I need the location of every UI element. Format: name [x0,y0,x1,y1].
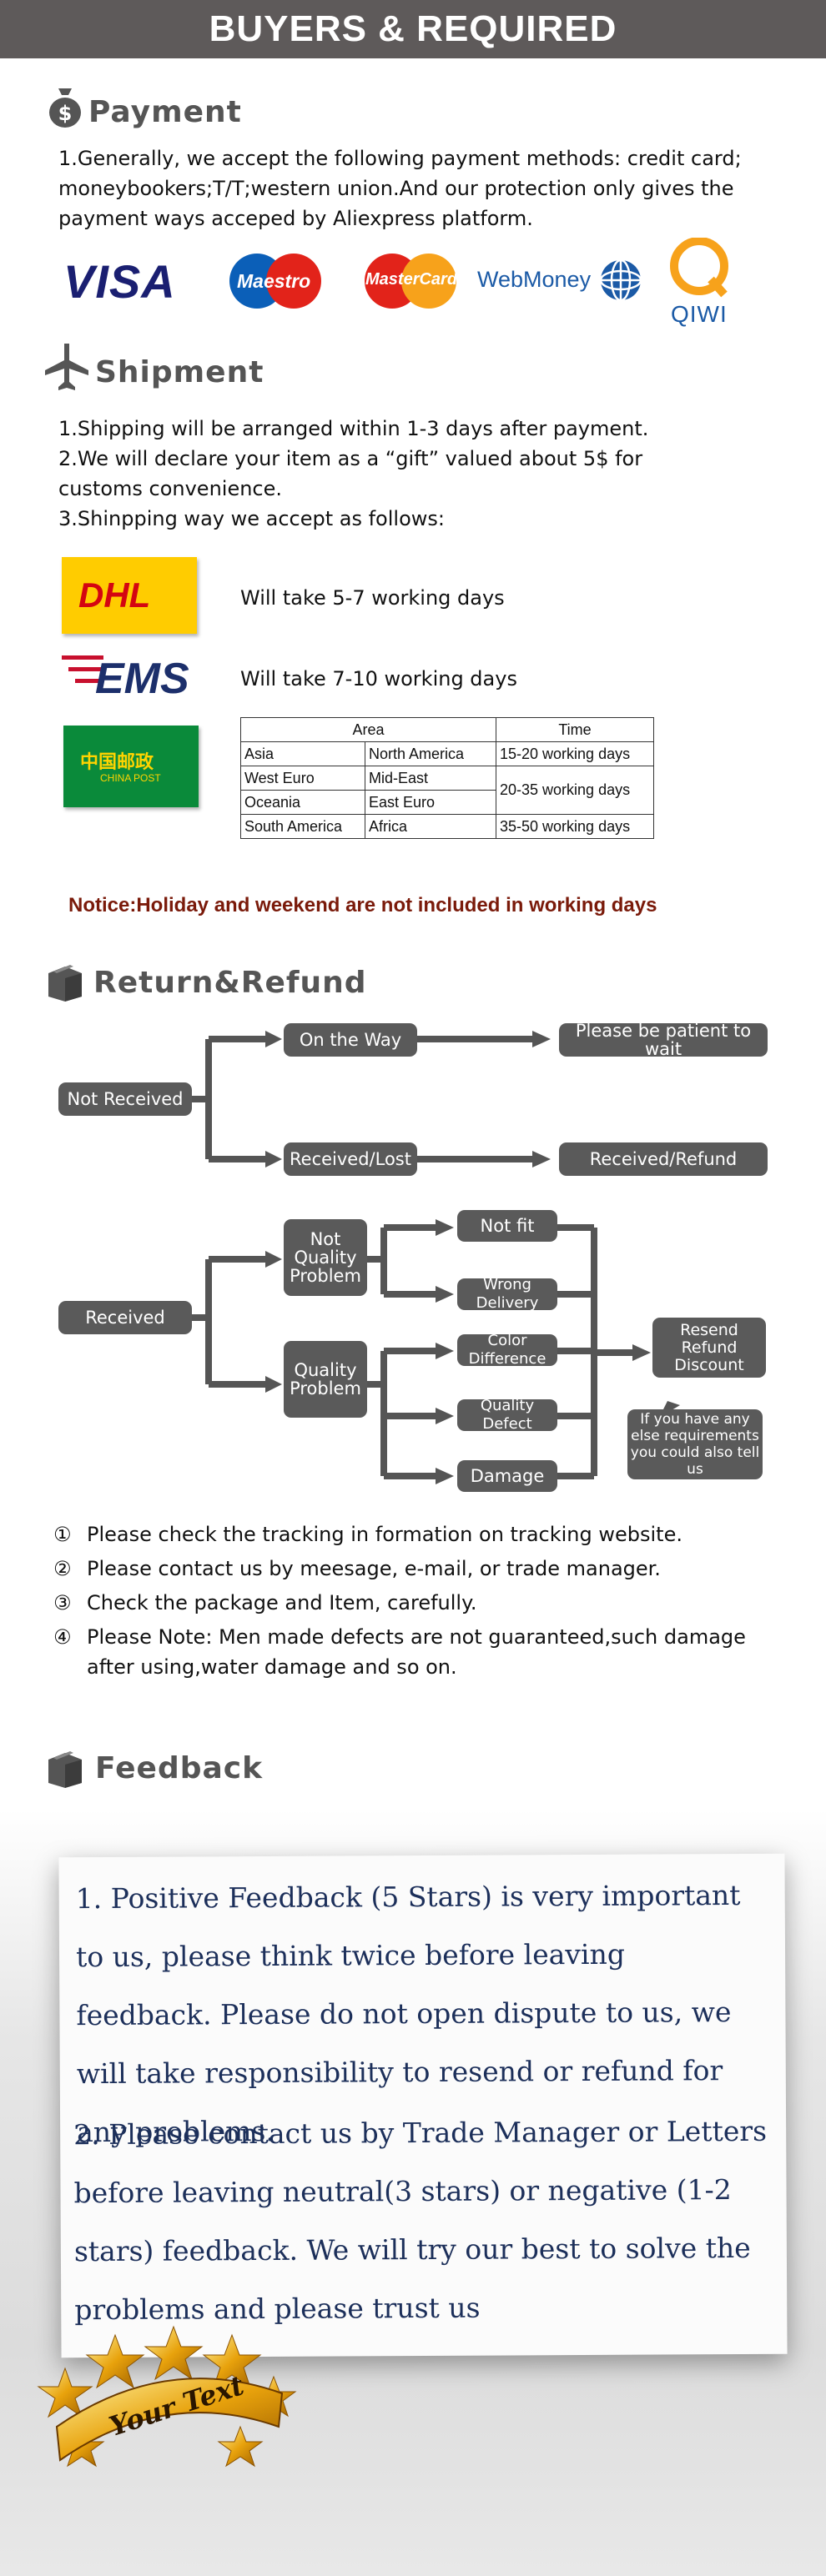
node-damage: Damage [457,1460,557,1492]
list-marker: ① [53,1523,72,1546]
money-bag-icon: $ [48,85,82,128]
payment-text: 1.Generally, we accept the following pay… [58,147,742,230]
table-cell: North America [365,741,496,766]
notice-text: Notice:Holiday and weekend are not inclu… [68,894,657,916]
webmoney-globe-icon [599,259,642,302]
refund-title: Return&Refund [93,966,367,1000]
table-cell: Africa [365,814,496,839]
maestro-logo-text: Maestro [237,270,311,292]
mastercard-logo: MasterCard [360,252,461,310]
table-cell: Oceania [240,790,365,815]
note-text: Check the package and Item, carefully. [87,1591,477,1614]
ems-logo: EMS [62,649,197,709]
list-item: ④ Please Note: Men made defects are not g… [53,1622,788,1682]
list-marker: ③ [53,1591,72,1614]
list-item: ① Please check the tracking in formation … [53,1519,788,1549]
table-cell: South America [240,814,365,839]
shipment-line-1: 1.Shipping will be arranged within 1-3 d… [58,417,649,440]
note-text: Please contact us by meesage, e-mail, or… [87,1557,661,1580]
table-header-area: Area [240,717,496,742]
ems-logo-text: EMS [95,655,189,703]
list-item: ② Please contact us by meesage, e-mail, o… [53,1554,788,1584]
webmoney-logo-text: WebMoney [477,267,592,292]
feedback-title: Feedback [95,1751,264,1785]
table-cell: West Euro [240,766,365,791]
page-banner: BUYERS & REQUIRED [0,0,826,58]
airplane-icon [43,342,90,392]
table-cell: Mid-East [365,766,496,791]
feedback-paragraph-2: 2. Please contact us by Trade Manager or… [73,2114,768,2327]
table-row: Oceania East Euro [240,790,654,815]
china-post-logo-text: 中国邮政 [80,752,154,773]
shipment-line-3: 3.Shinpping way we accept as follows: [58,507,445,530]
table-row: Asia North America 15-20 working days [240,741,654,766]
list-item: ③ Check the package and Item, carefully. [53,1588,788,1618]
node-wrong-delivery: Wrong Delivery [457,1276,557,1312]
svg-text:$: $ [58,102,73,125]
package-icon [47,963,83,1002]
webmoney-logo: WebMoney [477,267,602,300]
shipment-line-2: 2.We will declare your item as a “gift” … [58,447,643,500]
china-post-logo: 中国邮政 CHINA POST [63,726,199,807]
mastercard-logo-text: MasterCard [365,270,458,289]
star-ribbon-icon [37,2325,297,2468]
table-cell: 15-20 working days [496,741,654,766]
dhl-logo-text: DHL [78,575,151,615]
qiwi-logo: QIWI [667,237,734,329]
node-color-difference: Color Difference [457,1332,557,1368]
ems-note: Will take 7-10 working days [240,667,517,690]
table-cell: East Euro [365,790,496,815]
package-icon [47,1750,83,1788]
dhl-note: Will take 5-7 working days [240,586,505,610]
china-post-logo-sub: CHINA POST [100,772,161,784]
maestro-logo: Maestro [225,252,325,310]
node-else-requirements: If you have any else requirements you co… [627,1409,763,1479]
node-received-lost: Received/Lost [284,1142,417,1176]
shipping-time-table: Area Time Asia North America 15-20 worki… [240,717,654,839]
payment-title: Payment [88,95,242,129]
table-row: West Euro Mid-East 20-35 working days [240,766,654,815]
your-text-badge: Your Text [32,2318,299,2477]
node-quality-defect: Quality Defect [457,1397,557,1433]
node-not-quality-problem: Not Quality Problem [284,1219,367,1296]
node-quality-problem: Quality Problem [284,1341,367,1418]
refund-notes: ① Please check the tracking in formation … [53,1519,788,1682]
table-cell: Asia [240,741,365,766]
dhl-logo: DHL [62,557,197,634]
table-header-time: Time [496,717,654,742]
node-not-fit: Not fit [457,1210,557,1242]
node-received-refund: Received/Refund [559,1142,768,1176]
node-on-the-way: On the Way [284,1023,417,1057]
note-text: Please check the tracking in formation o… [87,1523,682,1546]
node-received: Received [58,1301,192,1334]
visa-logo-text: VISA [63,255,176,308]
node-not-received: Not Received [58,1082,192,1116]
qiwi-logo-text: QIWI [671,301,728,327]
list-marker: ④ [53,1625,72,1649]
visa-logo: VISA [63,254,189,308]
table-cell: 35-50 working days [496,814,654,839]
table-cell: 20-35 working days [496,766,654,815]
list-marker: ② [53,1557,72,1580]
note-text: Please Note: Men made defects are not gu… [87,1625,746,1679]
refund-flowchart-lines [192,1031,680,1484]
banner-title: BUYERS & REQUIRED [209,8,617,49]
node-resend-refund-discount: Resend Refund Discount [652,1318,766,1378]
shipment-title: Shipment [95,355,264,389]
node-be-patient: Please be patient to wait [559,1022,768,1058]
table-row: South America Africa 35-50 working days [240,814,654,839]
feedback-paper: 1. Positive Feedback (5 Stars) is very i… [58,1853,788,2358]
